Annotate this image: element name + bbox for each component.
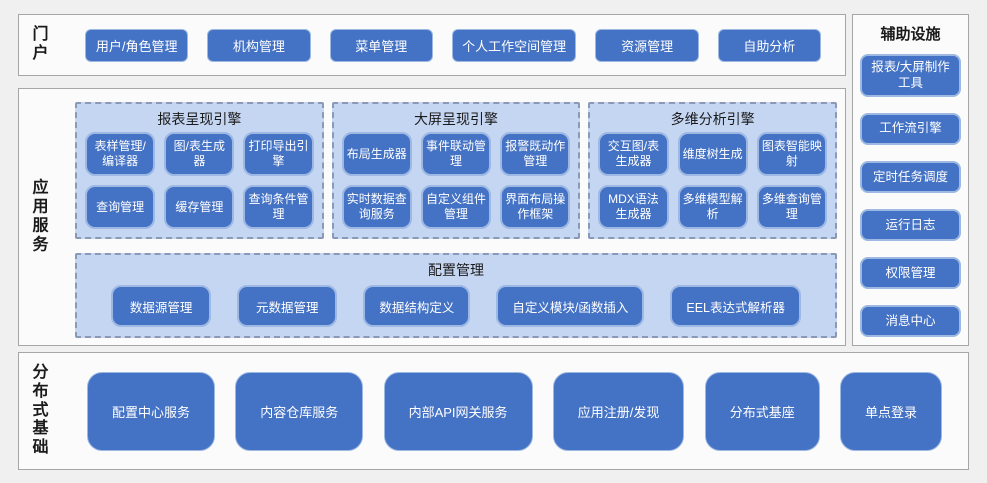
distributed-label: 分布式基础 — [32, 363, 49, 457]
bigscreen-engine-panel: 大屏呈现引擎 布局生成器 事件联动管理 报警既动作管理 实时数据查询服务 自定义… — [331, 102, 581, 239]
engine-item-style-compiler[interactable]: 表样管理/编译器 — [85, 132, 156, 176]
engine-item-smart-chart-mapping[interactable]: 图表智能映射 — [756, 132, 828, 176]
config-item-datasource-mgmt[interactable]: 数据源管理 — [111, 285, 212, 327]
aux-item-scheduled-task[interactable]: 定时任务调度 — [860, 160, 961, 193]
aux-item-message-center[interactable]: 消息中心 — [860, 304, 961, 337]
engine-item-event-linkage-mgmt[interactable]: 事件联动管理 — [420, 132, 492, 176]
engine-item-realtime-query-service[interactable]: 实时数据查询服务 — [341, 185, 412, 229]
bigscreen-engine-grid: 布局生成器 事件联动管理 报警既动作管理 实时数据查询服务 自定义组件管理 界面… — [341, 132, 571, 229]
engine-item-interactive-chart-generator[interactable]: 交互图/表生成器 — [598, 132, 669, 176]
dist-item-single-sign-on[interactable]: 单点登录 — [839, 371, 942, 451]
engine-item-print-export[interactable]: 打印导出引擎 — [243, 132, 314, 176]
engine-item-multidim-query-mgmt[interactable]: 多维查询管理 — [756, 185, 828, 229]
app-services-label: 应用服务 — [32, 179, 49, 253]
aux-item-workflow-engine[interactable]: 工作流引擎 — [860, 112, 961, 145]
aux-item-run-log[interactable]: 运行日志 — [860, 208, 961, 241]
dist-item-content-repo-service[interactable]: 内容仓库服务 — [235, 371, 364, 451]
dist-item-app-register-discovery[interactable]: 应用注册/发现 — [552, 371, 685, 451]
auxiliary-title: 辅助设施 — [880, 26, 941, 43]
engine-item-query-mgmt[interactable]: 查询管理 — [85, 185, 156, 229]
config-mgmt-title: 配置管理 — [428, 262, 484, 278]
portal-item-workspace-mgmt[interactable]: 个人工作空间管理 — [451, 28, 577, 62]
olap-engine-title: 多维分析引擎 — [670, 111, 755, 127]
config-item-eel-expression-parser[interactable]: EEL表达式解析器 — [670, 285, 802, 327]
engine-row: 报表呈现引擎 表样管理/编译器 图/表生成器 打印导出引擎 查询管理 缓存管理 … — [75, 102, 838, 239]
dist-item-distributed-base[interactable]: 分布式基座 — [704, 371, 820, 451]
config-item-custom-module-function[interactable]: 自定义模块/函数插入 — [496, 285, 645, 327]
engine-item-custom-component-mgmt[interactable]: 自定义组件管理 — [420, 185, 492, 229]
engine-item-dimension-tree[interactable]: 维度树生成 — [677, 132, 748, 176]
app-services-content: 报表呈现引擎 表样管理/编译器 图/表生成器 打印导出引擎 查询管理 缓存管理 … — [75, 102, 838, 338]
config-item-data-structure-def[interactable]: 数据结构定义 — [363, 285, 471, 327]
portal-item-self-analysis[interactable]: 自助分析 — [717, 28, 821, 62]
config-button-row: 数据源管理 元数据管理 数据结构定义 自定义模块/函数插入 EEL表达式解析器 — [89, 285, 823, 327]
distributed-section: 分布式基础 配置中心服务 内容仓库服务 内部API网关服务 应用注册/发现 分布… — [18, 352, 969, 470]
portal-section: 门户 用户/角色管理 机构管理 菜单管理 个人工作空间管理 资源管理 自助分析 — [18, 14, 846, 76]
engine-item-mdx-generator[interactable]: MDX语法生成器 — [598, 185, 669, 229]
engine-item-ui-layout-framework[interactable]: 界面布局操作框架 — [500, 185, 571, 229]
dist-item-config-center-service[interactable]: 配置中心服务 — [87, 371, 216, 451]
engine-item-cache-mgmt[interactable]: 缓存管理 — [164, 185, 235, 229]
auxiliary-section: 辅助设施 报表/大屏制作工具 工作流引擎 定时任务调度 运行日志 权限管理 消息… — [852, 14, 969, 346]
portal-item-org-mgmt[interactable]: 机构管理 — [207, 28, 311, 62]
report-engine-panel: 报表呈现引擎 表样管理/编译器 图/表生成器 打印导出引擎 查询管理 缓存管理 … — [75, 102, 324, 239]
dist-item-internal-api-gateway[interactable]: 内部API网关服务 — [383, 371, 533, 451]
report-engine-grid: 表样管理/编译器 图/表生成器 打印导出引擎 查询管理 缓存管理 查询条件管理 — [85, 132, 314, 229]
engine-item-multidim-model-parse[interactable]: 多维模型解析 — [677, 185, 748, 229]
app-services-section: 应用服务 报表呈现引擎 表样管理/编译器 图/表生成器 打印导出引擎 查询管理 … — [18, 88, 846, 346]
olap-engine-grid: 交互图/表生成器 维度树生成 图表智能映射 MDX语法生成器 多维模型解析 多维… — [598, 132, 828, 229]
report-engine-title: 报表呈现引擎 — [157, 111, 242, 127]
engine-item-query-condition-mgmt[interactable]: 查询条件管理 — [243, 185, 314, 229]
bigscreen-engine-title: 大屏呈现引擎 — [414, 111, 498, 127]
auxiliary-list: 报表/大屏制作工具 工作流引擎 定时任务调度 运行日志 权限管理 消息中心 — [860, 54, 961, 337]
portal-button-row: 用户/角色管理 机构管理 菜单管理 个人工作空间管理 资源管理 自助分析 — [49, 28, 845, 62]
aux-item-permission-mgmt[interactable]: 权限管理 — [860, 256, 961, 289]
distributed-button-row: 配置中心服务 内容仓库服务 内部API网关服务 应用注册/发现 分布式基座 单点… — [49, 371, 968, 451]
engine-item-layout-generator[interactable]: 布局生成器 — [341, 132, 412, 176]
aux-item-report-bigscreen-tool[interactable]: 报表/大屏制作工具 — [860, 54, 961, 97]
config-item-metadata-mgmt[interactable]: 元数据管理 — [237, 285, 338, 327]
portal-label: 门户 — [32, 26, 49, 62]
olap-engine-panel: 多维分析引擎 交互图/表生成器 维度树生成 图表智能映射 MDX语法生成器 多维… — [588, 102, 838, 239]
portal-item-menu-mgmt[interactable]: 菜单管理 — [329, 28, 433, 62]
portal-item-user-role-mgmt[interactable]: 用户/角色管理 — [85, 28, 189, 62]
config-mgmt-panel: 配置管理 数据源管理 元数据管理 数据结构定义 自定义模块/函数插入 EEL表达… — [75, 253, 837, 338]
engine-item-alarm-action-mgmt[interactable]: 报警既动作管理 — [500, 132, 571, 176]
portal-item-resource-mgmt[interactable]: 资源管理 — [595, 28, 699, 62]
engine-item-chart-table-generator[interactable]: 图/表生成器 — [164, 132, 235, 176]
